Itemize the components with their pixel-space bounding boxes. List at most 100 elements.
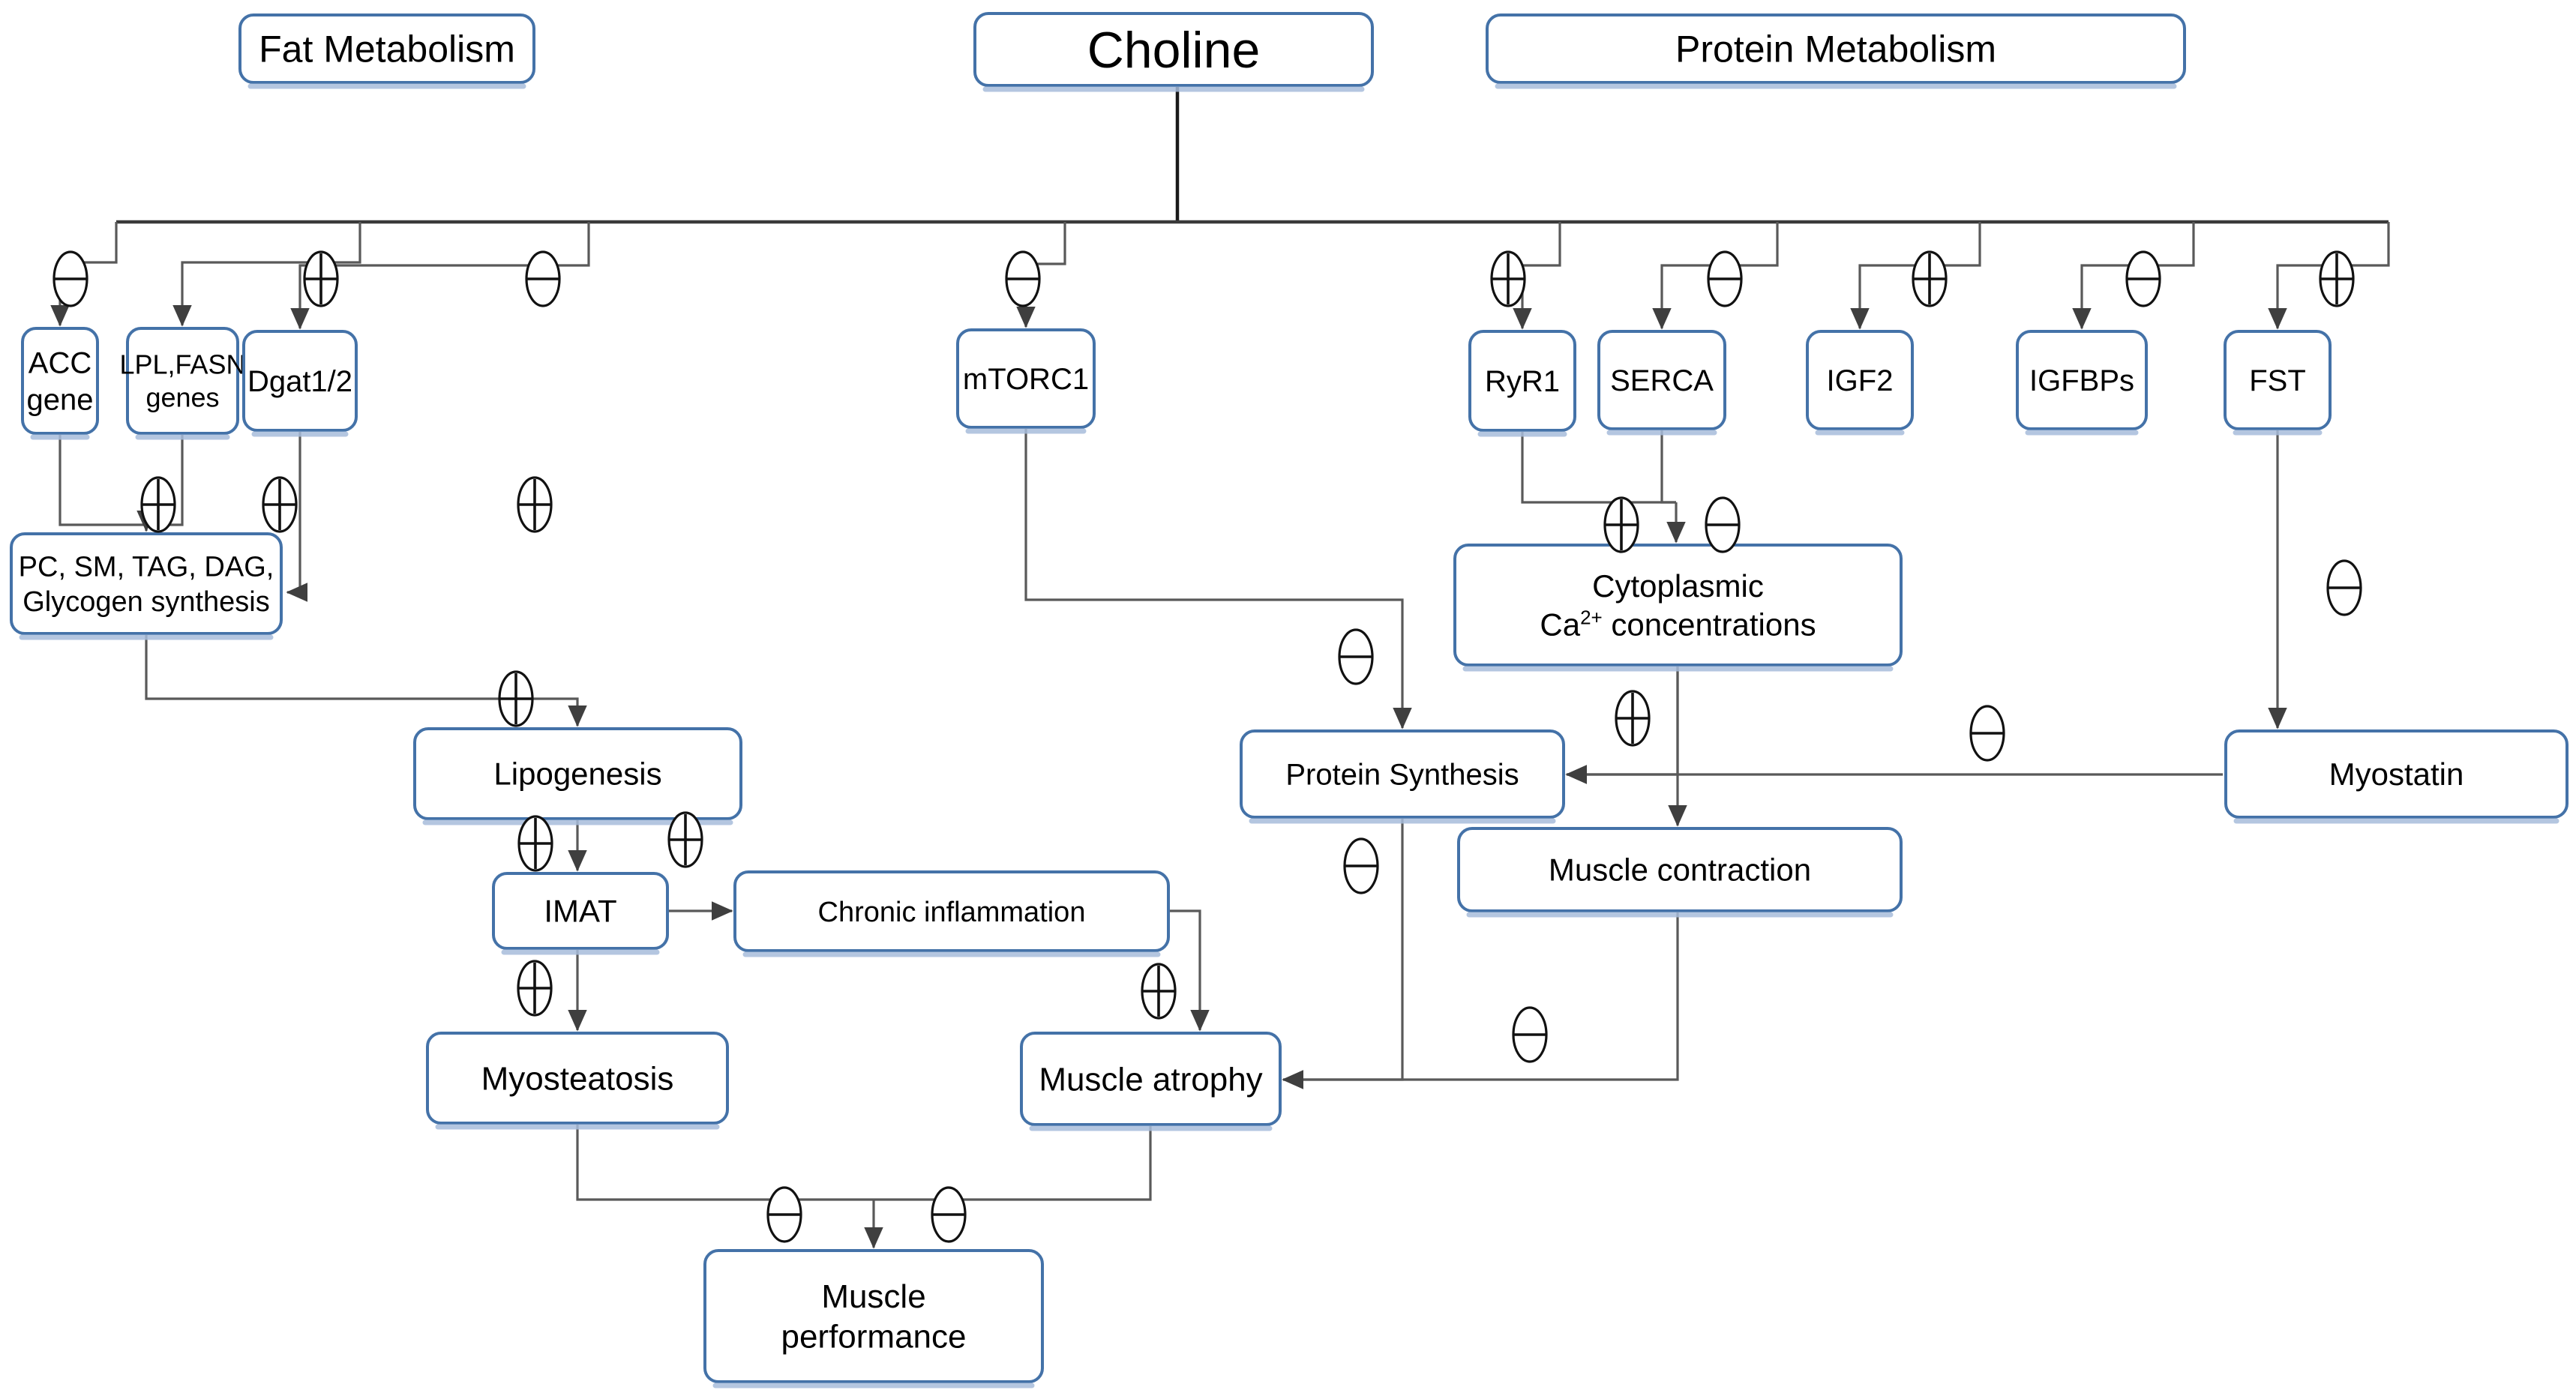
node-box-igfbps[interactable] bbox=[2016, 330, 2148, 430]
node-box-lipogenesis[interactable] bbox=[413, 727, 742, 820]
node-label-choline: Choline bbox=[1087, 22, 1261, 79]
node-label-cytoplasmic_ca: Ca2+ concentrations bbox=[1540, 606, 1816, 642]
edge-layer bbox=[50, 85, 2390, 1249]
node-igf2[interactable]: IGF2 bbox=[1806, 330, 1914, 436]
sign-minus-s-igfbps bbox=[2125, 250, 2161, 307]
node-fat_metabolism[interactable]: Fat Metabolism bbox=[238, 13, 535, 89]
sign-plus-s-lipo2imat bbox=[517, 815, 553, 872]
node-lipogenesis[interactable]: Lipogenesis bbox=[413, 727, 742, 825]
sign-plus-s-ryr1 bbox=[1490, 250, 1526, 307]
node-myostatin[interactable]: Myostatin bbox=[2224, 729, 2569, 824]
node-label-protein_synthesis: Protein Synthesis bbox=[1285, 759, 1519, 792]
symbol-layer bbox=[52, 250, 2362, 1243]
node-dgat[interactable]: Dgat1/2 bbox=[242, 330, 358, 437]
node-igfbps[interactable]: IGFBPs bbox=[2016, 330, 2148, 436]
node-label-fst: FST bbox=[2249, 364, 2306, 397]
node-box-protein_metabolism[interactable] bbox=[1486, 13, 2186, 84]
node-box-igf2[interactable] bbox=[1806, 330, 1914, 430]
sign-minus-s-myos2mp bbox=[766, 1186, 802, 1243]
node-ryr1[interactable]: RyR1 bbox=[1468, 330, 1576, 437]
node-label-acc_gene: gene bbox=[27, 383, 94, 416]
node-box-myostatin[interactable] bbox=[2224, 729, 2569, 819]
node-fst[interactable]: FST bbox=[2224, 330, 2332, 436]
node-label-myosteatosis: Myosteatosis bbox=[481, 1060, 674, 1097]
node-box-fst[interactable] bbox=[2224, 330, 2332, 430]
node-label-chronic_inflammation: Chronic inflammation bbox=[818, 897, 1086, 928]
node-muscle_atrophy[interactable]: Muscle atrophy bbox=[1020, 1032, 1282, 1131]
node-box-acc_gene[interactable] bbox=[21, 327, 99, 435]
sign-plus-s-pc2lipo bbox=[498, 670, 534, 727]
node-label-muscle_atrophy: Muscle atrophy bbox=[1039, 1061, 1262, 1098]
node-label-lpl_fasn_genes: genes bbox=[145, 382, 219, 413]
node-mtorc1[interactable]: mTORC1 bbox=[956, 328, 1096, 434]
sign-plus-s-imat2ci bbox=[667, 811, 703, 868]
sign-minus-s-mtorc1 bbox=[1005, 250, 1041, 307]
node-pc_sm_tag[interactable]: PC, SM, TAG, DAG,Glycogen synthesis bbox=[10, 532, 283, 640]
node-serca[interactable]: SERCA bbox=[1597, 330, 1726, 436]
sign-minus-s-acc bbox=[52, 250, 88, 307]
node-label-protein_metabolism: Protein Metabolism bbox=[1675, 28, 1996, 70]
sign-plus-s-lpl bbox=[303, 250, 339, 307]
node-protein_metabolism[interactable]: Protein Metabolism bbox=[1486, 13, 2186, 89]
sign-plus-s-igf2 bbox=[1912, 250, 1948, 307]
node-box-serca[interactable] bbox=[1597, 330, 1726, 430]
node-chronic_inflammation[interactable]: Chronic inflammation bbox=[733, 870, 1170, 957]
node-label-pc_sm_tag: Glycogen synthesis bbox=[22, 586, 270, 618]
node-label-pc_sm_tag: PC, SM, TAG, DAG, bbox=[19, 552, 274, 583]
node-label-myostatin: Myostatin bbox=[2329, 756, 2464, 792]
node-box-choline[interactable] bbox=[973, 12, 1374, 87]
node-myosteatosis[interactable]: Myosteatosis bbox=[426, 1032, 729, 1130]
sign-minus-s-mc2ma bbox=[1512, 1006, 1548, 1063]
sign-minus-s-ps2ma bbox=[1343, 837, 1379, 894]
sign-minus-s-ma2mp bbox=[931, 1186, 967, 1243]
node-box-muscle_performance[interactable] bbox=[703, 1249, 1044, 1383]
sign-plus-s-acc2pc bbox=[140, 476, 176, 533]
node-box-pc_sm_tag[interactable] bbox=[10, 532, 283, 635]
node-label-igf2: IGF2 bbox=[1827, 364, 1894, 397]
sign-minus-s-fst2myo bbox=[2326, 559, 2362, 616]
node-box-lpl_fasn_genes[interactable] bbox=[126, 327, 239, 435]
node-protein_synthesis[interactable]: Protein Synthesis bbox=[1240, 729, 1565, 824]
sign-minus-s-dgat bbox=[525, 250, 561, 307]
node-box-cytoplasmic_ca[interactable] bbox=[1453, 544, 1903, 667]
sign-plus-s-ci2ma bbox=[1141, 963, 1177, 1020]
node-muscle_contraction[interactable]: Muscle contraction bbox=[1457, 827, 1903, 918]
node-label-ryr1: RyR1 bbox=[1485, 365, 1560, 398]
node-label-acc_gene: ACC bbox=[28, 347, 91, 380]
sign-plus-s-imat2myos bbox=[517, 960, 553, 1017]
sign-minus-s-myostatin bbox=[1969, 705, 2005, 762]
sign-minus-s-ca-minus bbox=[1705, 496, 1741, 553]
node-label-cytoplasmic_ca: Cytoplasmic bbox=[1592, 568, 1764, 604]
node-label-serca: SERCA bbox=[1610, 364, 1714, 397]
node-box-muscle_atrophy[interactable] bbox=[1020, 1032, 1282, 1126]
node-box-muscle_contraction[interactable] bbox=[1457, 827, 1903, 912]
node-box-ryr1[interactable] bbox=[1468, 330, 1576, 432]
node-box-protein_synthesis[interactable] bbox=[1240, 729, 1565, 819]
sign-minus-s-serca bbox=[1707, 250, 1743, 307]
node-box-imat[interactable] bbox=[492, 872, 669, 950]
node-box-fat_metabolism[interactable] bbox=[238, 13, 535, 84]
node-choline[interactable]: Choline bbox=[973, 12, 1374, 92]
node-label-lpl_fasn_genes: LPL,FASN bbox=[119, 349, 245, 380]
node-label-dgat: Dgat1/2 bbox=[247, 365, 352, 398]
sign-plus-s-ca-plus bbox=[1603, 496, 1639, 553]
node-layer: Fat Metabolism Choline Protein MetabolismA… bbox=[10, 12, 2569, 1389]
node-label-muscle_contraction: Muscle contraction bbox=[1549, 852, 1811, 888]
node-label-fat_metabolism: Fat Metabolism bbox=[259, 28, 515, 70]
node-label-muscle_performance: performance bbox=[781, 1319, 966, 1356]
node-muscle_performance[interactable]: Muscle performance bbox=[703, 1249, 1044, 1389]
node-box-dgat[interactable] bbox=[242, 330, 358, 432]
sign-plus-s-fst bbox=[2319, 250, 2355, 307]
node-label-muscle_performance: Muscle bbox=[821, 1278, 925, 1315]
node-imat[interactable]: IMAT bbox=[492, 872, 669, 955]
sign-plus-s-ca2ps bbox=[1615, 690, 1651, 747]
node-box-myosteatosis[interactable] bbox=[426, 1032, 729, 1125]
node-label-lipogenesis: Lipogenesis bbox=[493, 756, 661, 792]
node-box-chronic_inflammation[interactable] bbox=[733, 870, 1170, 952]
node-box-mtorc1[interactable] bbox=[956, 328, 1096, 429]
